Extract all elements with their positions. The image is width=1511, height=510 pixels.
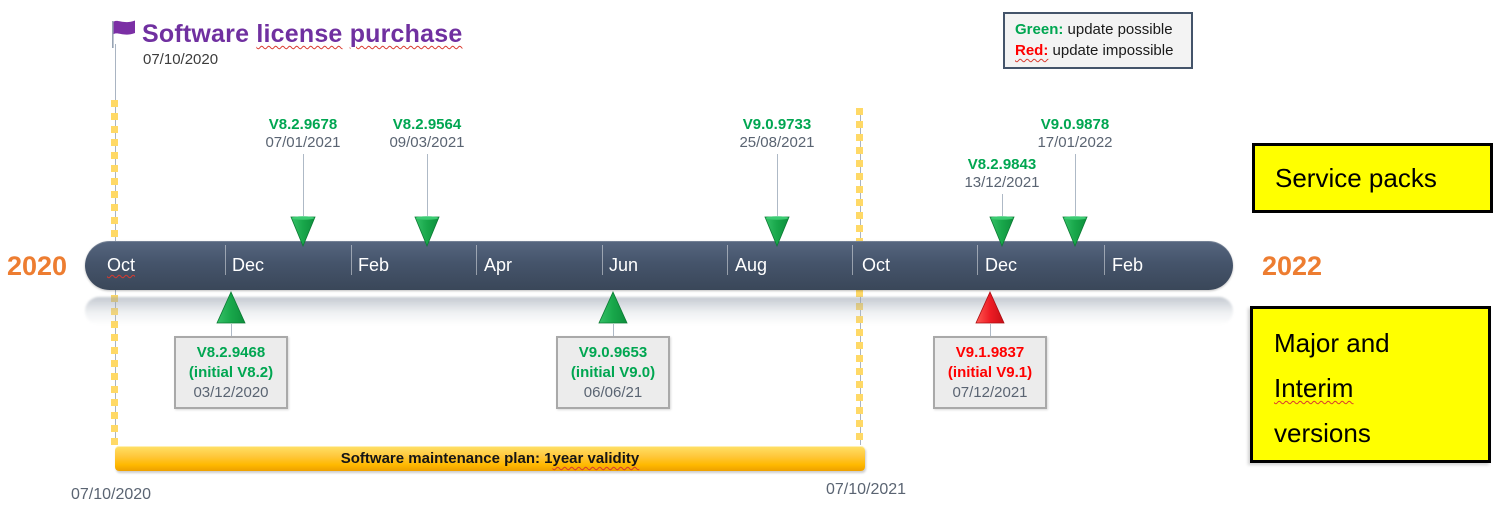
page-title: Software license purchase <box>142 20 462 49</box>
legend-red-row: Red: update impossible <box>1015 40 1181 61</box>
title-word: Software <box>142 20 250 48</box>
month-tick <box>852 245 853 275</box>
year-end-label: 2022 <box>1262 251 1323 281</box>
green-down-arrow-icon <box>290 216 316 247</box>
service-pack-date: 07/01/2021 <box>265 134 341 151</box>
major-callout-line2: Interim <box>1274 373 1354 403</box>
connector-line <box>1001 194 1003 216</box>
green-up-arrow-icon <box>598 291 628 324</box>
green-down-arrow-icon <box>1062 216 1088 247</box>
legend-green-row: Green: update possible <box>1015 19 1181 40</box>
green-down-arrow-icon <box>989 216 1015 247</box>
month-label: Jun <box>609 255 639 275</box>
legend-green-text: update possible <box>1063 21 1173 38</box>
major-version-box: V9.0.9653 (initial V9.0) 06/06/21 <box>556 336 670 409</box>
month-tick <box>977 245 978 275</box>
service-pack-date: 09/03/2021 <box>389 134 465 151</box>
connector-line <box>776 154 778 216</box>
month-tick <box>602 245 603 275</box>
red-up-arrow-icon <box>975 291 1005 324</box>
major-versions-callout: Major and Interim versions <box>1250 306 1491 463</box>
month-tick <box>1104 245 1105 275</box>
purchase-date: 07/10/2020 <box>143 51 219 68</box>
connector-line <box>989 324 991 336</box>
legend-red-text: update impossible <box>1048 42 1174 59</box>
major-version-marker: V9.1.9837 (initial V9.1) 07/12/2021 <box>933 291 1047 409</box>
service-pack-marker: V9.0.9733 25/08/2021 <box>712 116 842 247</box>
month-label: Oct <box>862 255 891 275</box>
service-pack-date: 25/08/2021 <box>739 134 815 151</box>
major-version-date: 06/06/21 <box>583 384 643 401</box>
major-version-initial: (initial V9.1) <box>947 364 1033 381</box>
timeline-bar <box>85 241 1233 290</box>
service-pack-marker: V9.0.9878 17/01/2022 <box>1010 116 1140 247</box>
month-tick <box>351 245 352 275</box>
major-version-marker: V9.0.9653 (initial V9.0) 06/06/21 <box>556 291 670 409</box>
legend-box: Green: update possible Red: update impos… <box>1003 12 1193 69</box>
maintenance-plan-label-end: year validity <box>552 450 640 467</box>
major-version-initial: (initial V8.2) <box>188 364 274 381</box>
service-pack-version: V8.2.9678 <box>268 116 338 133</box>
service-pack-version: V9.0.9878 <box>1040 116 1110 133</box>
month-label: Apr <box>484 255 513 275</box>
connector-line <box>1074 154 1076 216</box>
service-pack-marker: V8.2.9843 13/12/2021 <box>937 156 1067 247</box>
major-version-date: 03/12/2020 <box>193 384 269 401</box>
major-version-number: V8.2.9468 <box>196 344 266 361</box>
title-word-license: license <box>256 20 343 48</box>
major-version-number: V9.1.9837 <box>955 344 1025 361</box>
year-start-label: 2020 <box>7 251 68 281</box>
month-tick <box>727 245 728 275</box>
green-up-arrow-icon <box>216 291 246 324</box>
service-pack-marker: V8.2.9564 09/03/2021 <box>362 116 492 247</box>
legend-green-label: Green: <box>1015 21 1064 38</box>
connector-line <box>230 324 232 336</box>
timeline-bar-reflection <box>85 297 1233 325</box>
major-version-box: V9.1.9837 (initial V9.1) 07/12/2021 <box>933 336 1047 409</box>
major-version-number: V9.0.9653 <box>578 344 648 361</box>
connector-line <box>426 154 428 216</box>
service-packs-callout: Service packs <box>1252 143 1493 213</box>
major-version-date: 07/12/2021 <box>952 384 1028 401</box>
title-word-purchase: purchase <box>349 20 463 48</box>
service-pack-date: 17/01/2022 <box>1037 134 1113 151</box>
maintenance-plan-label: Software maintenance plan: 1 <box>340 450 553 467</box>
major-version-box: V8.2.9468 (initial V8.2) 03/12/2020 <box>174 336 288 409</box>
connector-line <box>612 324 614 336</box>
month-label: Aug <box>735 255 768 275</box>
service-pack-version: V8.2.9843 <box>967 156 1037 173</box>
connector-line <box>302 154 304 216</box>
major-version-marker: V8.2.9468 (initial V8.2) 03/12/2020 <box>174 291 288 409</box>
service-pack-version: V9.0.9733 <box>742 116 812 133</box>
purple-flag-icon <box>112 20 135 48</box>
service-pack-date: 13/12/2021 <box>964 174 1040 191</box>
month-tick <box>225 245 226 275</box>
month-label: Feb <box>358 255 390 275</box>
maintenance-end-date: 07/10/2021 <box>826 481 907 498</box>
month-tick <box>476 245 477 275</box>
month-label: Feb <box>1112 255 1144 275</box>
month-label: Dec <box>985 255 1018 275</box>
month-label: Dec <box>232 255 265 275</box>
maintenance-start-date: 07/10/2020 <box>71 486 152 503</box>
service-pack-marker: V8.2.9678 07/01/2021 <box>238 116 368 247</box>
major-version-initial: (initial V9.0) <box>570 364 656 381</box>
green-down-arrow-icon <box>764 216 790 247</box>
service-packs-callout-label: Service packs <box>1275 162 1437 193</box>
major-callout-line1: Major and <box>1274 328 1390 358</box>
month-label: Oct <box>107 255 136 275</box>
legend-red-label: Red: <box>1015 42 1049 59</box>
service-pack-version: V8.2.9564 <box>392 116 462 133</box>
green-down-arrow-icon <box>414 216 440 247</box>
maintenance-plan-bar: Software maintenance plan: 1 year validi… <box>115 446 865 471</box>
major-callout-line3: versions <box>1274 418 1371 448</box>
